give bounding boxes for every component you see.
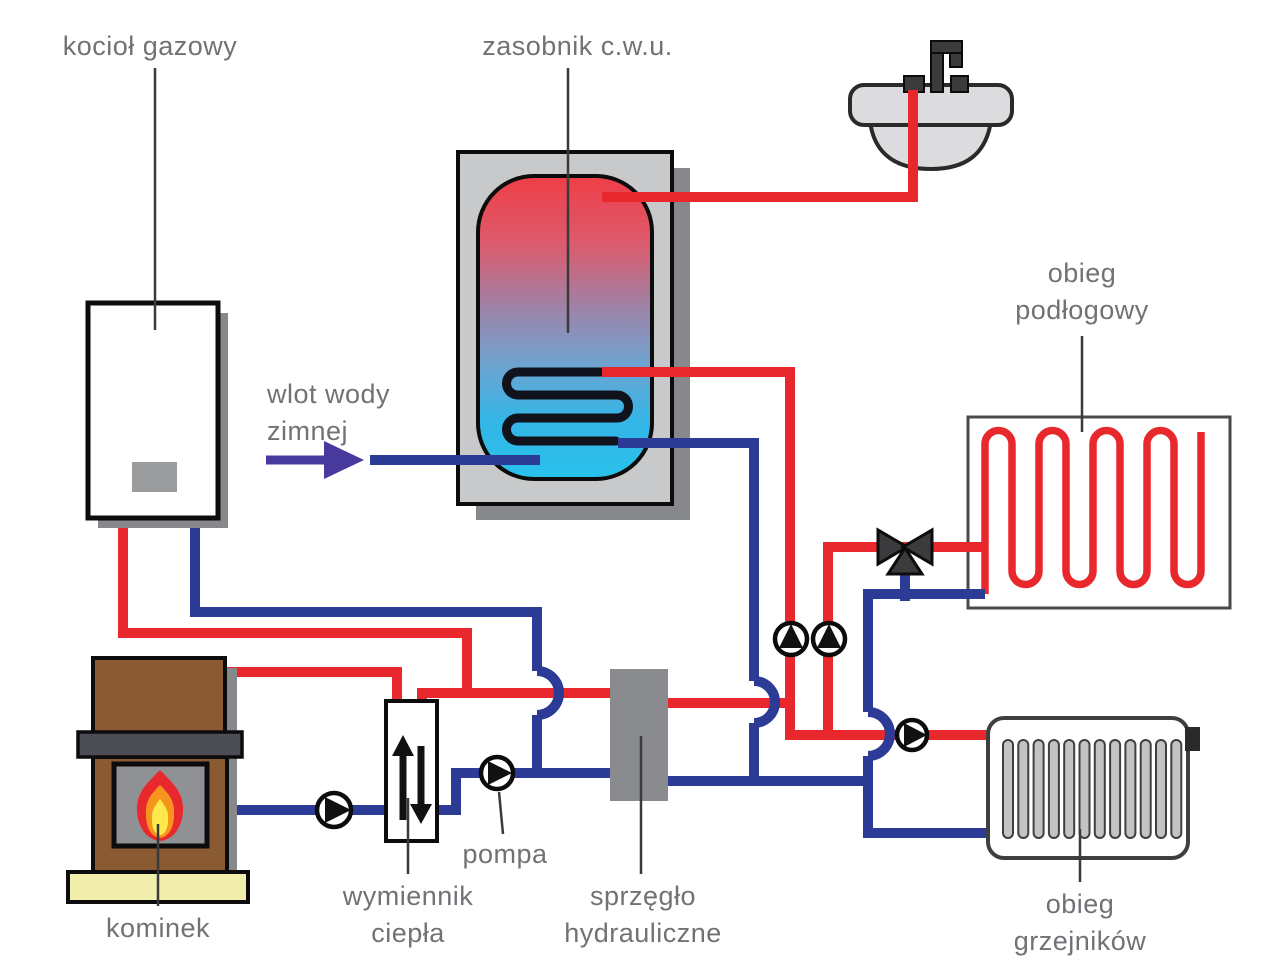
sink-bowl	[867, 119, 994, 172]
tank-vessel	[476, 174, 654, 481]
fireplace-chimney	[91, 656, 227, 736]
cold-pipe-radiator-return	[863, 776, 990, 838]
hot-pipe-tank-coil-supply	[602, 367, 795, 740]
leader-pump	[497, 791, 505, 835]
hot-pipes	[118, 90, 990, 740]
hydraulic-separator-body	[610, 669, 668, 801]
pump-tank-icon	[772, 620, 810, 658]
leader-lines	[153, 68, 1084, 906]
floor-heating-circuit	[966, 415, 1232, 610]
dhw-tank	[456, 150, 690, 520]
tap-handle-right-icon	[950, 75, 969, 93]
pump-heat-exchanger-icon	[478, 754, 516, 792]
fireplace-label: kominek	[105, 913, 211, 943]
cold-water-arrow-icon	[266, 441, 364, 479]
boiler-display	[132, 462, 177, 492]
radiator-vent-icon	[1185, 727, 1200, 751]
hot-pipe-dhw-to-sink	[602, 90, 918, 202]
hydraulic-separator-label: sprzęgło hydrauliczne	[564, 881, 722, 948]
cold-pipe-he-to-separator	[437, 768, 612, 815]
radiator	[986, 716, 1200, 860]
cold-pipe-bridge-2	[536, 666, 564, 720]
floor-circuit-box	[966, 415, 1232, 610]
faucet-spout-icon	[949, 52, 963, 68]
hot-pipe-boiler-supply	[118, 515, 472, 697]
heat-exchanger	[384, 699, 439, 843]
hot-pipe-main-to-separator	[417, 688, 612, 705]
cold-pipe-bridge-1	[753, 676, 780, 728]
pump-label: pompa	[462, 839, 548, 869]
up-arrow-head-icon	[392, 735, 414, 756]
faucet-arm-icon	[930, 40, 963, 54]
down-arrow-head-icon	[410, 804, 432, 824]
cold-pipe-boiler-return-upper	[190, 515, 542, 671]
fireplace-mantel	[76, 730, 244, 759]
boiler-label: kocioł gazowy	[62, 31, 238, 61]
sink	[848, 40, 1014, 172]
tank-label: zasobnik c.w.u.	[482, 31, 673, 61]
floor-coil-icon	[981, 426, 1205, 594]
heat-exchanger-body	[384, 699, 439, 843]
floor-circuit-label: obieg podłogowy	[1015, 258, 1149, 325]
radiator-circuit-label: obieg grzejników	[1013, 889, 1147, 956]
cold-pipes	[190, 438, 990, 838]
cold-pipe-bridge-3	[867, 707, 895, 761]
tap-handle-left-icon	[903, 75, 925, 93]
cold-pipe-floor-return-upper	[863, 589, 985, 712]
pump-fireplace-icon	[314, 790, 354, 830]
gas-boiler	[85, 300, 228, 528]
tank-coil-icon	[502, 367, 633, 446]
pump-radiator-icon	[894, 717, 930, 753]
heat-exchanger-label: wymiennik ciepła	[342, 881, 474, 948]
cold-water-inlet-label: wlot wody zimnej	[267, 379, 391, 446]
hot-pipe-fireplace-supply	[222, 667, 402, 705]
flame-core-icon	[151, 799, 169, 835]
cold-pipe-tank-return-upper	[618, 438, 759, 681]
radiator-fins	[1002, 739, 1183, 839]
pump-floor-icon	[810, 620, 848, 658]
fireplace	[66, 656, 250, 904]
three-way-valve-icon	[876, 527, 934, 576]
